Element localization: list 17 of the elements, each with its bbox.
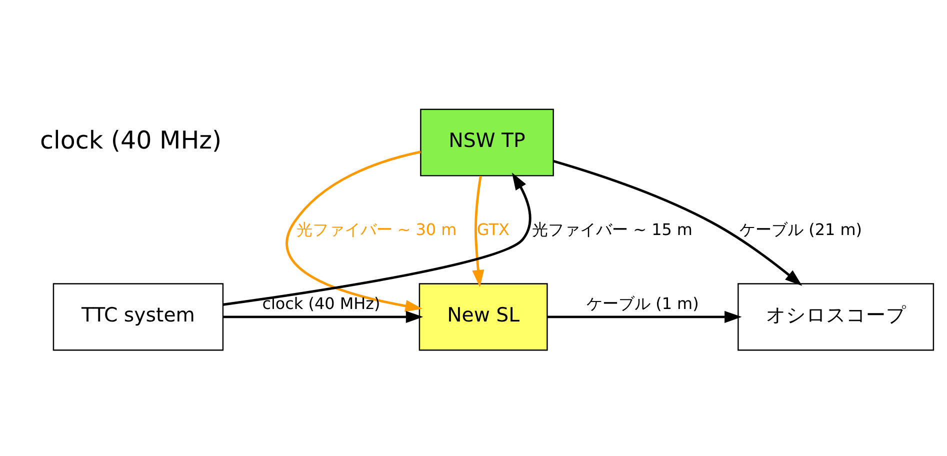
arrow — [223, 310, 424, 322]
arrow — [553, 160, 802, 286]
edge-label: clock (40 MHz) — [262, 293, 380, 312]
node-box: オシロスコープ — [738, 282, 934, 350]
arrow — [548, 310, 742, 322]
node-box: NSW TP — [420, 108, 554, 176]
node-box: TTC system — [52, 282, 224, 350]
edge-label: ケーブル (21 m) — [740, 220, 862, 239]
edge-label: GTX — [476, 220, 510, 239]
edge-label: 光ファイバー ~ 30 m — [296, 220, 457, 239]
edge-label: 光ファイバー ~ 15 m — [532, 220, 692, 239]
label: clock (40 MHz) — [40, 125, 222, 154]
arrow — [472, 175, 484, 287]
arrow — [286, 150, 423, 312]
edge-label: ケーブル (1 m) — [586, 293, 699, 312]
node-box: New SL — [418, 282, 548, 350]
arrow — [223, 172, 532, 306]
